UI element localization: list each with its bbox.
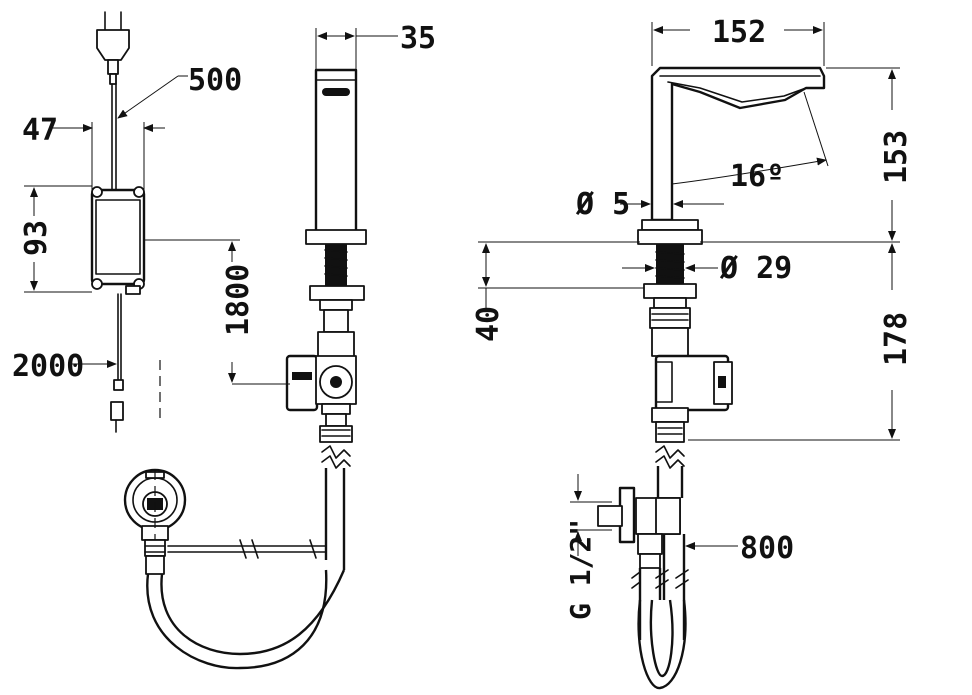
dim-40: 40 [471, 306, 506, 342]
faucet-side-view: 35 [285, 21, 436, 570]
dim-800: 800 [740, 531, 794, 566]
plug [96, 11, 130, 85]
dim-178: 178 [879, 312, 914, 366]
dim-35: 35 [400, 21, 436, 56]
power-supply-view: 47 500 93 2000 1800 [12, 11, 290, 433]
dim-16-degrees: 16º [730, 159, 784, 194]
dim-153: 153 [879, 130, 914, 184]
dim-g-1-2-thread: G 1/2" [564, 519, 597, 620]
transformer-box [90, 186, 146, 295]
dim-1800: 1800 [221, 264, 256, 336]
dim-47: 47 [22, 113, 58, 148]
dim-2000: 2000 [12, 349, 84, 384]
dim-diameter-29: Ø 29 [719, 251, 792, 286]
dim-93: 93 [19, 220, 54, 256]
faucet-front-view: 152 153 16º Ø 5 Ø 29 40 178 800 [471, 15, 914, 690]
connection-hose-view [123, 468, 346, 670]
dim-diameter-5: Ø 5 [575, 187, 630, 222]
dim-500: 500 [188, 63, 242, 98]
dim-152: 152 [712, 15, 766, 50]
